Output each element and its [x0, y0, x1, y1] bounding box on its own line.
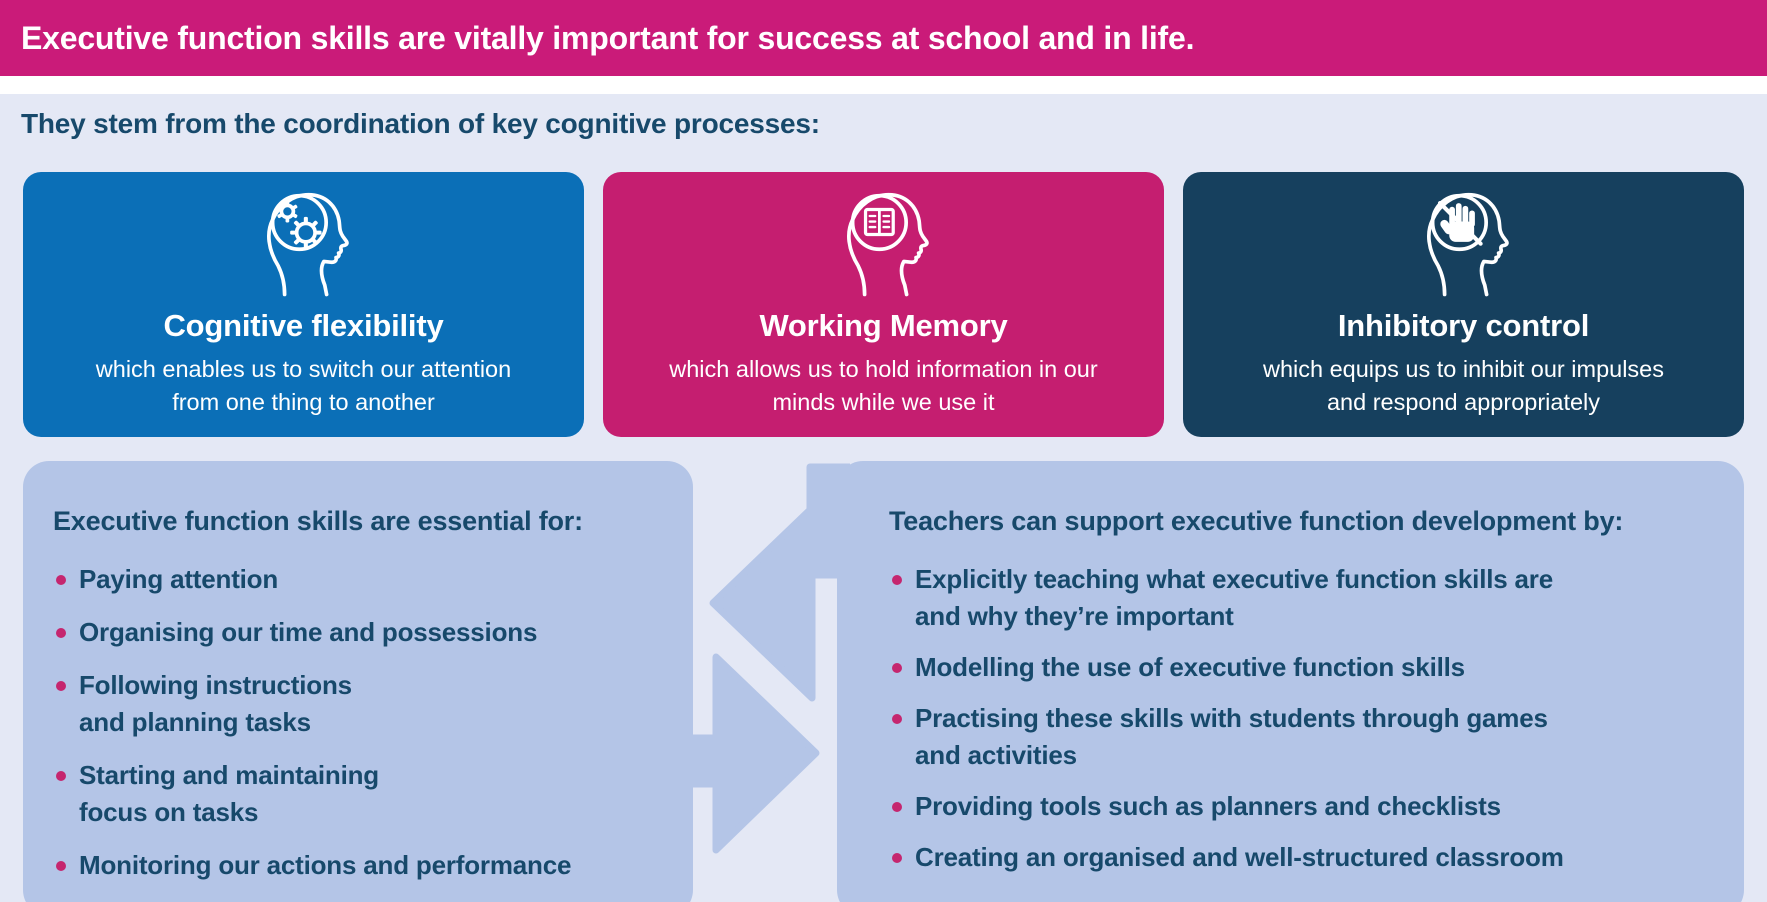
bullet-dot-icon [892, 663, 902, 673]
card-title: Working Memory [759, 308, 1008, 343]
list-item-text: Organising our time and possessions [79, 617, 538, 647]
bullet-dot-icon [892, 802, 902, 812]
list-item: Practising these skills with students th… [889, 700, 1728, 774]
card-working-memory: Working Memory which allows us to hold i… [603, 172, 1164, 437]
panel-teacher-support: Teachers can support executive function … [837, 461, 1744, 902]
head-with-gears-icon [23, 180, 584, 306]
list-item: Starting and maintaining focus on tasks [53, 757, 677, 831]
list-item: Paying attention [53, 561, 677, 598]
panel-skills-essential: Executive function skills are essential … [23, 461, 693, 902]
left-arrow-icon [709, 463, 850, 702]
list-item: Following instructions and planning task… [53, 667, 677, 741]
card-inhibitory-control: Inhibitory control which equips us to in… [1183, 172, 1744, 437]
panel-heading: Executive function skills are essential … [53, 506, 583, 536]
list-item: Monitoring our actions and performance [53, 847, 677, 884]
panel-heading: Teachers can support executive function … [889, 506, 1624, 536]
card-cognitive-flexibility: Cognitive flexibility which enables us t… [23, 172, 584, 437]
list-item: Modelling the use of executive function … [889, 649, 1728, 686]
bullet-dot-icon [56, 861, 66, 871]
intro-text: They stem from the coordination of key c… [21, 108, 820, 139]
bullet-dot-icon [892, 853, 902, 863]
card-title: Inhibitory control [1337, 308, 1590, 343]
bullet-dot-icon [56, 575, 66, 585]
list-item-text: Modelling the use of executive function … [915, 652, 1465, 682]
list-item-text: Creating an organised and well-structure… [915, 842, 1564, 872]
list-item-text: Providing tools such as planners and che… [915, 791, 1501, 821]
list-item: Explicitly teaching what executive funct… [889, 561, 1728, 635]
open-book-icon [863, 207, 895, 237]
card-description: which enables us to switch our attention… [95, 356, 512, 415]
list-item-text: Practising these skills with students th… [915, 703, 1548, 770]
head-with-open-book-icon [603, 180, 1164, 306]
list-item-text: Starting and maintaining focus on tasks [79, 760, 379, 827]
list-item: Providing tools such as planners and che… [889, 788, 1728, 825]
bullet-dot-icon [892, 575, 902, 585]
bullet-dot-icon [56, 628, 66, 638]
bullet-dot-icon [56, 681, 66, 691]
list-item: Organising our time and possessions [53, 614, 677, 651]
gear-icon [289, 216, 322, 249]
page-title: Executive function skills are vitally im… [21, 19, 1195, 56]
panel-link-arrows [690, 463, 850, 854]
list-item-text: Paying attention [79, 564, 279, 594]
list-item-text: Monitoring our actions and performance [79, 850, 572, 880]
list-item-text: Following instructions and planning task… [79, 670, 352, 737]
title-banner: Executive function skills are vitally im… [0, 0, 1767, 76]
stop-hand-icon [1439, 203, 1475, 242]
right-arrow-icon [690, 653, 820, 854]
card-description: which allows us to hold information in o… [669, 356, 1098, 415]
card-title: Cognitive flexibility [163, 308, 444, 343]
bullet-dot-icon [892, 714, 902, 724]
bullet-dot-icon [56, 771, 66, 781]
list-item-text: Explicitly teaching what executive funct… [915, 564, 1553, 631]
card-description: which equips us to inhibit our impulses … [1262, 356, 1664, 415]
gear-icon [276, 200, 297, 223]
list-item: Creating an organised and well-structure… [889, 839, 1728, 876]
head-with-stop-hand-icon [1183, 180, 1744, 306]
